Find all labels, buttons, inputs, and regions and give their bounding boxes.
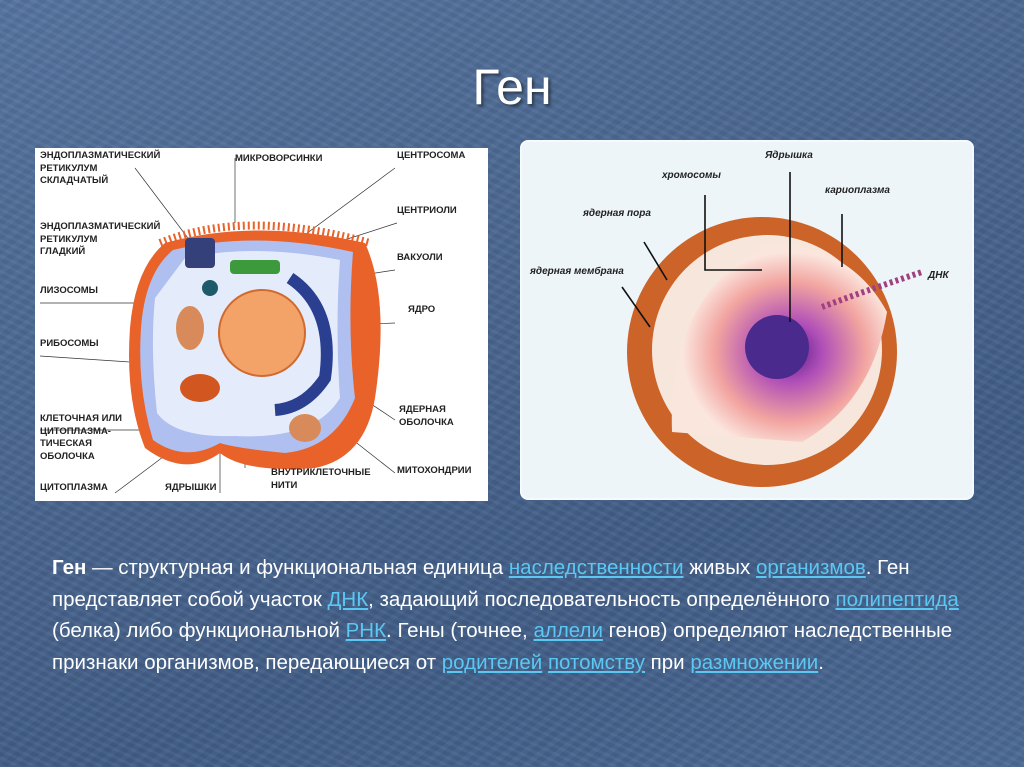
cell-diagram: ЭНДОПЛАЗМАТИЧЕСКИЙ РЕТИКУЛУМ СКЛАДЧАТЫЙ … bbox=[35, 148, 488, 501]
gene-definition: Ген — структурная и функциональная едини… bbox=[52, 552, 992, 678]
label-line: РЕТИКУЛУМ bbox=[40, 162, 98, 174]
label-cytoplasm: ЦИТОПЛАЗМА bbox=[40, 482, 108, 493]
link-offspring[interactable]: потомству bbox=[547, 650, 645, 674]
link-organisms[interactable]: организмов bbox=[755, 556, 866, 579]
text: . Гены (точнее, bbox=[386, 619, 534, 642]
label-line: ТИЧЕСКАЯ bbox=[40, 438, 92, 449]
label-karyoplasm: кариоплазма bbox=[825, 185, 890, 196]
text: — структурная и функциональная единица bbox=[86, 556, 509, 579]
text: . Ген представляет собой участок bbox=[52, 556, 910, 611]
link-rna[interactable]: РНК bbox=[345, 619, 387, 642]
nucleus-illustration bbox=[621, 172, 923, 487]
label-nucleoli: ЯДРЫШКИ bbox=[165, 482, 217, 493]
label-filaments: ВНУТРИКЛЕТОЧНЫЕ НИТИ bbox=[271, 467, 371, 492]
link-dna[interactable]: ДНК bbox=[327, 587, 369, 611]
text: при bbox=[644, 650, 691, 674]
label-nucleolus: Ядрышка bbox=[765, 150, 813, 161]
link-polypeptide[interactable]: полипептида bbox=[835, 587, 959, 611]
label-nucleus: ЯДРО bbox=[408, 304, 436, 315]
slide-title: Ген bbox=[472, 59, 552, 115]
label-line: НИТИ bbox=[271, 479, 298, 491]
label-line: РЕТИКУЛУМ bbox=[40, 233, 98, 245]
term: Ген bbox=[52, 556, 87, 579]
link-alleles[interactable]: аллели bbox=[533, 619, 603, 642]
label-line: СКЛАДЧАТЫЙ bbox=[40, 175, 109, 186]
label-centrioles: ЦЕНТРИОЛИ bbox=[397, 205, 457, 216]
text: (белка) либо функциональной bbox=[52, 619, 346, 642]
label-line: ГЛАДКИЙ bbox=[40, 246, 86, 257]
text: живых bbox=[683, 556, 756, 579]
link-reproduction[interactable]: размножении bbox=[690, 650, 819, 674]
label-line: ЯДЕРНАЯ bbox=[399, 404, 446, 415]
nucleus-diagram: Ядрышка хромосомы кариоплазма ядерная по… bbox=[520, 140, 974, 500]
text: , задающий последовательность определённ… bbox=[368, 587, 836, 611]
label-centrosome: ЦЕНТРОСОМА bbox=[397, 150, 466, 161]
label-line: ВНУТРИКЛЕТОЧНЫЕ bbox=[271, 467, 371, 478]
label-dna: ДНК bbox=[928, 270, 949, 281]
label-line: ЭНДОПЛАЗМАТИЧЕСКИЙ bbox=[40, 221, 161, 232]
label-cell-membrane: КЛЕТОЧНАЯ ИЛИ ЦИТОПЛАЗМА- ТИЧЕСКАЯ ОБОЛО… bbox=[40, 413, 122, 463]
label-line: ЭНДОПЛАЗМАТИЧЕСКИЙ bbox=[40, 150, 161, 161]
label-vacuoles: ВАКУОЛИ bbox=[397, 252, 443, 263]
label-line: ЦИТОПЛАЗМА- bbox=[40, 425, 111, 437]
label-mitochondria: МИТОХОНДРИИ bbox=[397, 465, 472, 476]
label-lysosomes: ЛИЗОСОМЫ bbox=[40, 285, 98, 296]
label-line: КЛЕТОЧНАЯ ИЛИ bbox=[40, 413, 122, 424]
label-line: ОБОЛОЧКА bbox=[399, 416, 454, 428]
label-line: ОБОЛОЧКА bbox=[40, 450, 95, 462]
text: генов) определяют наследственные признак… bbox=[52, 619, 953, 674]
text: . bbox=[818, 650, 824, 674]
label-er-smooth: ЭНДОПЛАЗМАТИЧЕСКИЙ РЕТИКУЛУМ ГЛАДКИЙ bbox=[40, 221, 160, 259]
label-chromosomes: хромосомы bbox=[662, 170, 721, 181]
label-nuclear-membrane: ядерная мембрана bbox=[530, 266, 624, 277]
label-microvilli: МИКРОВОРСИНКИ bbox=[235, 153, 323, 164]
label-nuclear-pore: ядерная пора bbox=[583, 208, 651, 219]
cell-illustration bbox=[39, 158, 398, 494]
link-heredity[interactable]: наследственности bbox=[508, 556, 684, 579]
label-nuclear-envelope: ЯДЕРНАЯ ОБОЛОЧКА bbox=[399, 404, 454, 429]
label-er-rough: ЭНДОПЛАЗМАТИЧЕСКИЙ РЕТИКУЛУМ СКЛАДЧАТЫЙ bbox=[40, 150, 160, 188]
label-ribosomes: РИБОСОМЫ bbox=[40, 338, 99, 349]
link-parents[interactable]: родителей bbox=[441, 650, 543, 674]
